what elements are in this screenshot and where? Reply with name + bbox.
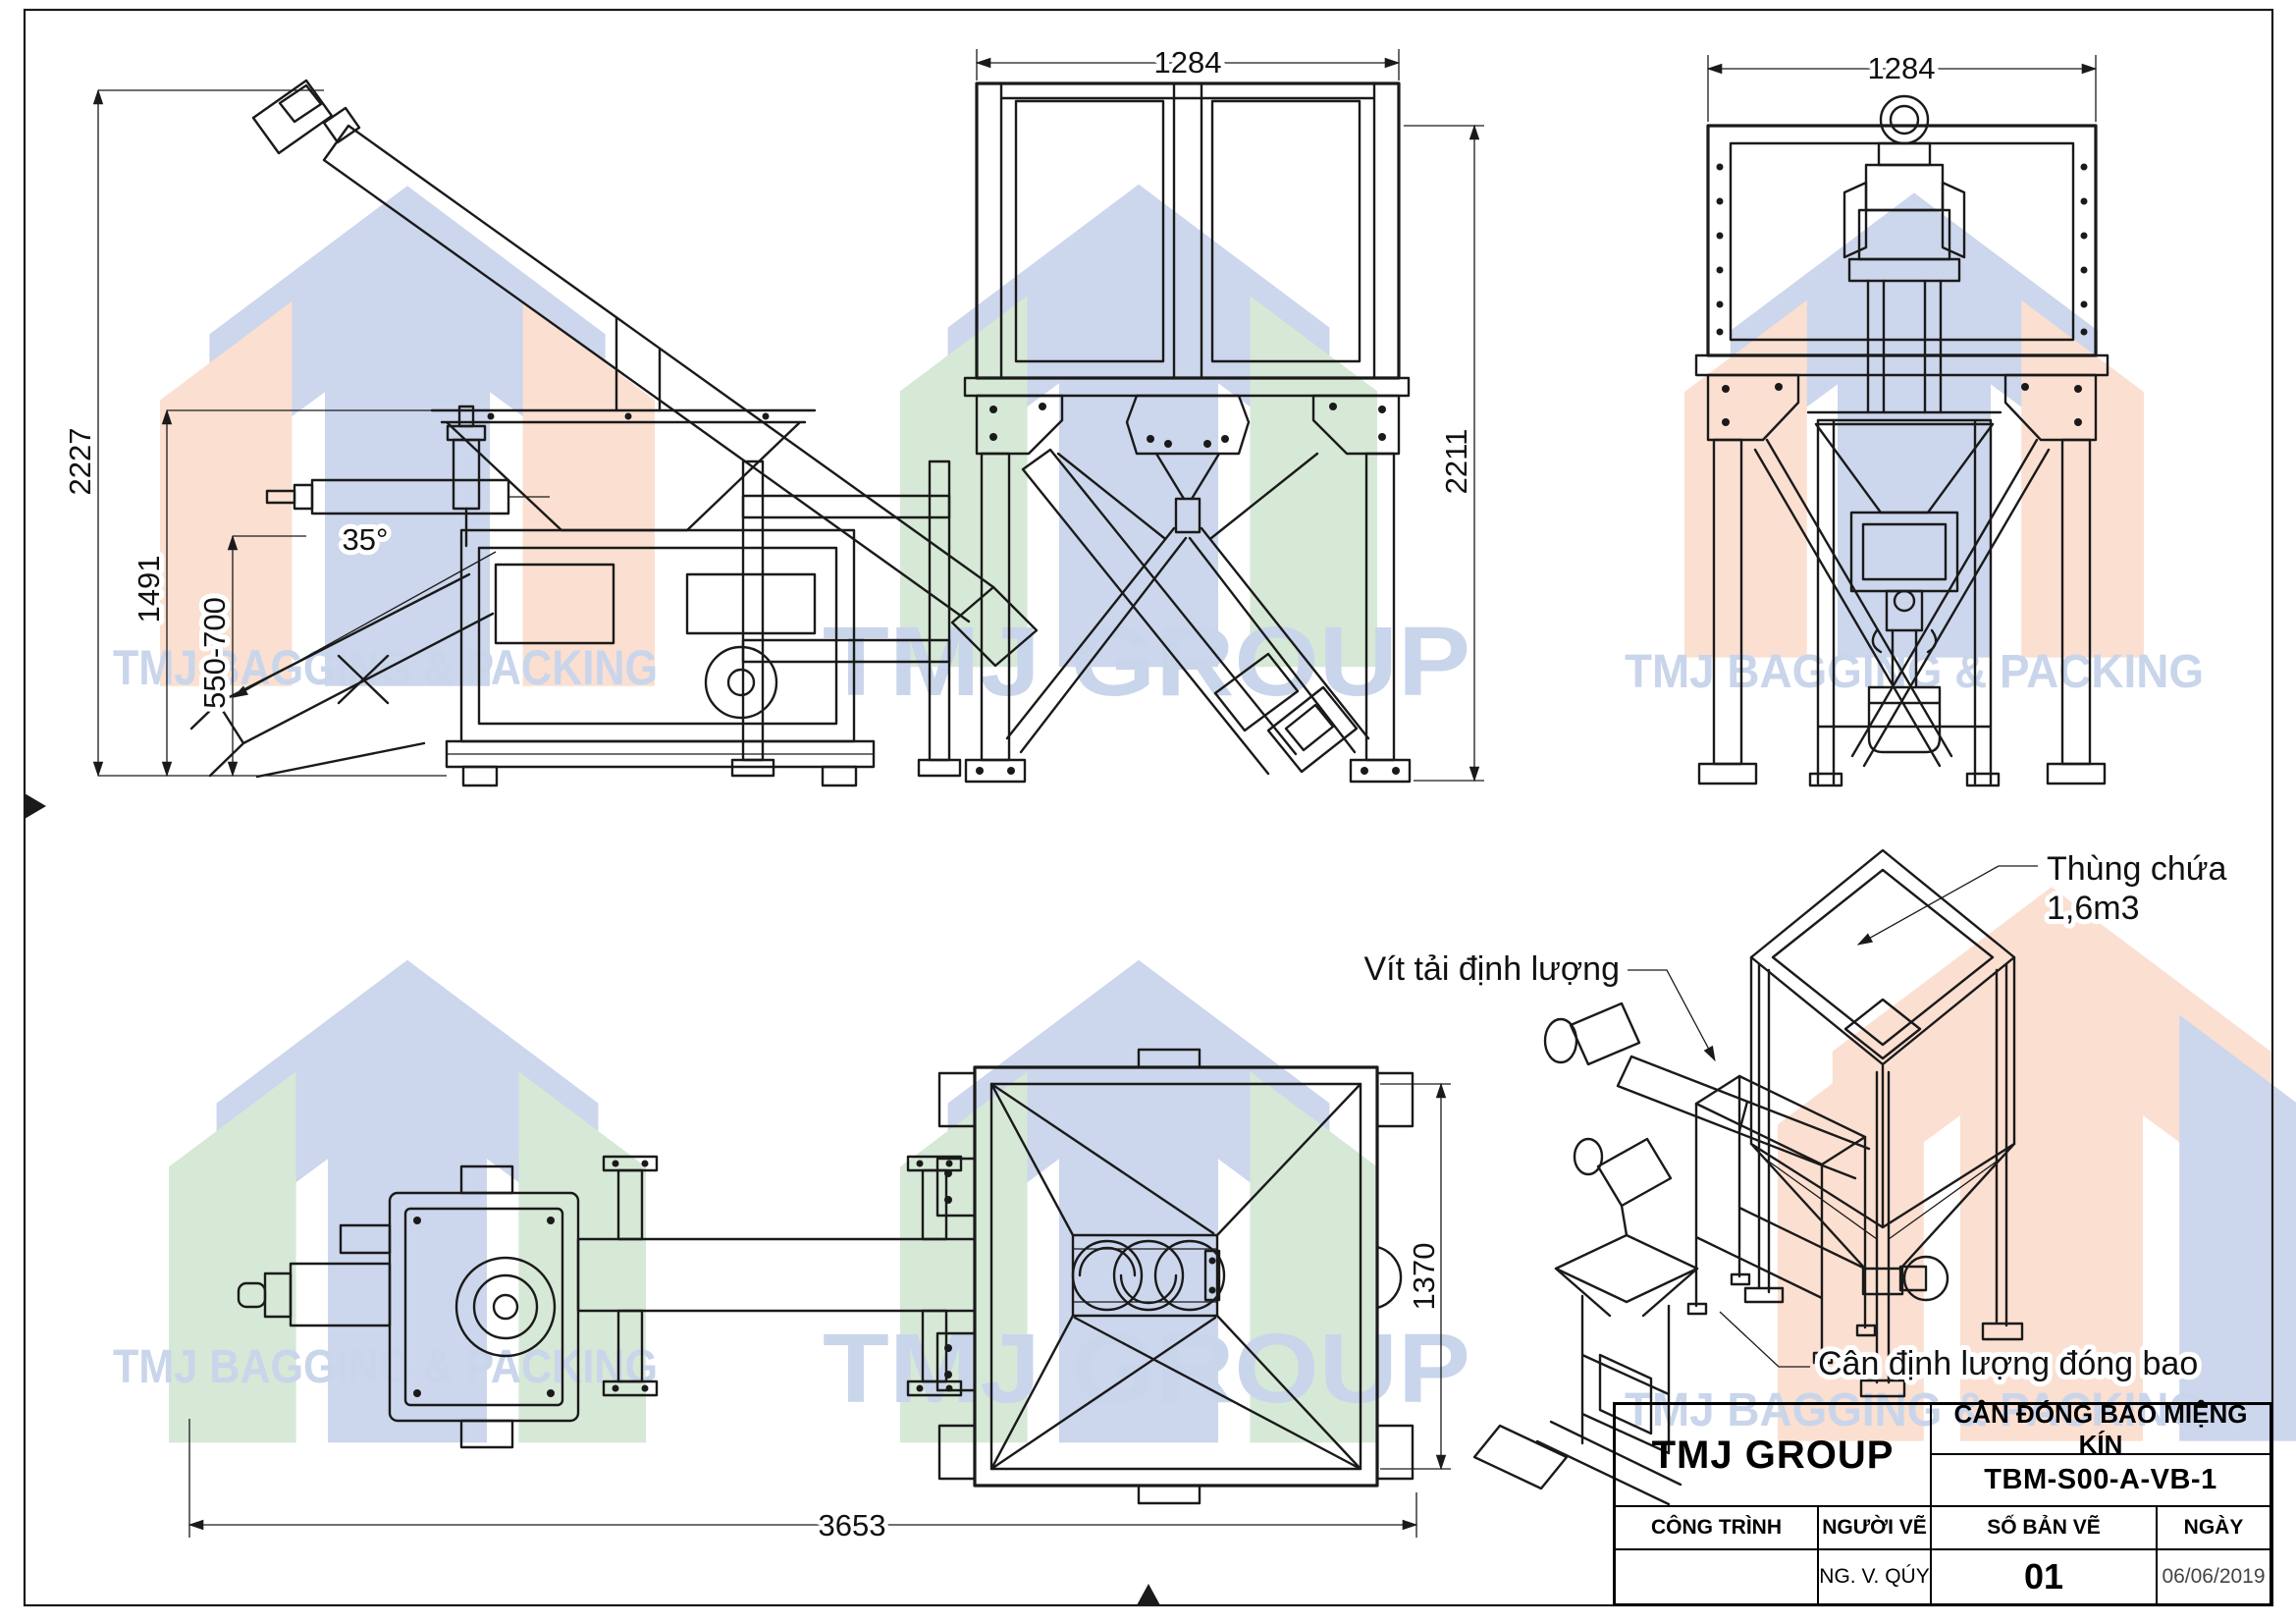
dim-plan-width: 1370 (1407, 1243, 1441, 1311)
dim-machine-width: 1284 (1868, 51, 1936, 85)
watermark-texts: TMJ BAGGING & PACKING TMJ GROUP TMJ BAGG… (113, 607, 2204, 1436)
dim-discharge-height: 550-700 (197, 597, 232, 709)
value-project (1616, 1550, 1819, 1603)
drawing-title: CÂN ĐÓNG BAO MIỆNG KÍN (1932, 1399, 2269, 1459)
header-date: NGÀY (2158, 1507, 2269, 1550)
label-dosing-screw: Vít tải định lượng (1363, 950, 1620, 988)
header-project: CÔNG TRÌNH (1616, 1507, 1819, 1550)
title-block: TMJ GROUP CÂN ĐÓNG BAO MIỆNG KÍN TBM-S00… (1613, 1399, 2272, 1606)
tmj-logo-icon (900, 184, 1377, 668)
dim-bin-height: 2211 (1439, 429, 1473, 495)
header-drafter: NGƯỜI VẼ (1819, 1507, 1932, 1550)
drawing-code: TBM-S00-A-VB-1 (1984, 1464, 2217, 1495)
label-container-capacity: 1,6m3 (2047, 890, 2140, 927)
watermark-text: TMJ BAGGING & PACKING (1625, 1384, 2204, 1436)
tmj-logo-icon (160, 186, 655, 686)
value-drafter: NG. V. QÚY (1819, 1550, 1932, 1603)
title-block-right: CÂN ĐÓNG BAO MIỆNG KÍN TBM-S00-A-VB-1 (1932, 1399, 2269, 1507)
dim-bin-width: 1284 (1154, 45, 1222, 80)
sheet-border (23, 8, 2274, 1607)
centering-mark-icon (1137, 1584, 1160, 1605)
view-isometric: Thùng chứa 1,6m3 Vít tải định lượng Cân … (1359, 845, 2232, 1506)
value-sheet-number: 01 (1932, 1550, 2158, 1603)
centering-mark-icon (25, 793, 46, 819)
view-front-machine: 1284 (1694, 46, 2109, 787)
watermark-text: TMJ BAGGING & PACKING (113, 640, 658, 695)
watermark-text: TMJ GROUP (823, 1314, 1470, 1424)
view-front-bin: 1284 2211 (963, 40, 1484, 784)
dim-inlet-height: 1491 (132, 556, 166, 623)
label-bagging-scale: Cân định lượng đóng bao (1818, 1345, 2198, 1382)
value-date: 06/06/2019 (2162, 1565, 2266, 1588)
watermark-text: TMJ BAGGING & PACKING (113, 1341, 658, 1393)
title-block-company: TMJ GROUP (1616, 1405, 1932, 1507)
dim-plan-length: 3653 (819, 1508, 886, 1543)
header-sheet-number: SỐ BẢN VẼ (1932, 1507, 2158, 1550)
view-side-elevation: 2227 1491 550-700 35° (58, 79, 1039, 787)
dim-overall-height: 2227 (63, 428, 97, 496)
watermark-logos (160, 184, 2296, 1443)
watermark-text: TMJ BAGGING & PACKING (1625, 646, 2204, 698)
dim-chute-angle: 35° (343, 522, 389, 557)
label-container: Thùng chứa (2047, 850, 2227, 888)
bolt-dots (1716, 163, 2088, 336)
view-plan: 3653 1370 (187, 1048, 1451, 1547)
